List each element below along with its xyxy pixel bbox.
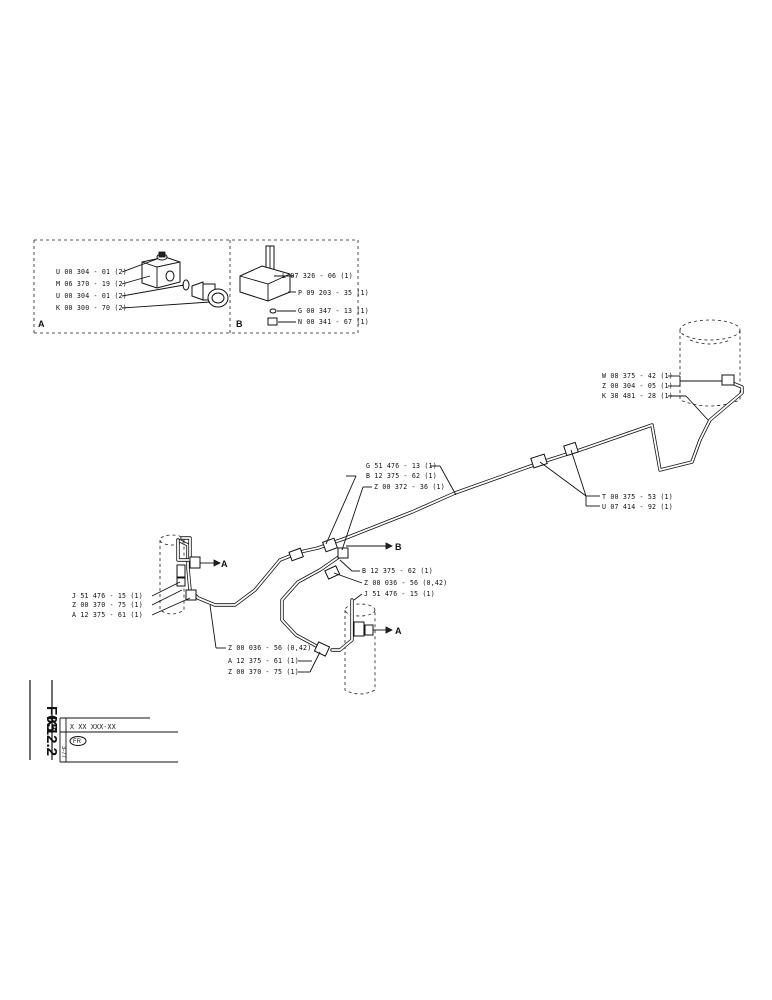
callout-pipe-b1: B 12 375 - 62 (1) bbox=[366, 472, 437, 480]
b-arrow-key: B bbox=[395, 542, 402, 552]
callout-leaders bbox=[151, 375, 722, 673]
detail-a-label-1: U 00 304 - 01 (2) bbox=[56, 268, 127, 276]
title-code-1: F05 bbox=[43, 706, 60, 732]
left-arrow-key: A bbox=[221, 559, 228, 569]
title-small-code: 3-77 bbox=[60, 746, 66, 759]
callout-mid-b2: B 12 375 - 62 (1) bbox=[362, 567, 433, 575]
callout-union-u: U 07 414 - 92 (1) bbox=[602, 503, 673, 511]
right-arrow-head bbox=[385, 626, 393, 634]
left-arrow-head bbox=[213, 559, 221, 567]
callout-pipe-z1: Z 00 372 - 36 (1) bbox=[374, 483, 445, 491]
callout-left-z: Z 00 370 - 75 (1) bbox=[72, 601, 143, 609]
title-lang: FR bbox=[73, 739, 82, 745]
right-cylinder bbox=[330, 598, 376, 695]
callout-pipe-g: G 51 476 - 13 (1) bbox=[366, 462, 437, 470]
detail-frame bbox=[33, 239, 359, 334]
detail-b-label-2: P 09 203 - 35 (1) bbox=[298, 289, 369, 297]
title-part-number: X XX XXX-XX bbox=[70, 723, 116, 731]
detail-a-leaders bbox=[121, 258, 211, 309]
callout-bot-z2: Z 00 370 - 75 (1) bbox=[228, 668, 299, 676]
right-arrow-key: A bbox=[395, 626, 402, 636]
detail-a-key: A bbox=[38, 319, 45, 329]
detail-b-label-3: G 00 347 - 13 (1) bbox=[298, 307, 369, 315]
callout-tank-1: W 08 375 - 42 (1) bbox=[602, 372, 673, 380]
callout-left-j: J 51 476 - 15 (1) bbox=[72, 592, 143, 600]
callout-left-a: A 12 375 - 61 (1) bbox=[72, 611, 143, 619]
callout-mid-j2: J 51 476 - 15 (1) bbox=[364, 590, 435, 598]
detail-b-drawing bbox=[239, 245, 291, 326]
detail-b-leaders bbox=[274, 275, 296, 323]
b-arrow-head bbox=[385, 542, 393, 550]
callout-union-t: T 00 375 - 53 (1) bbox=[602, 493, 673, 501]
detail-a-drawing bbox=[141, 251, 229, 308]
detail-b-label-1: L 07 326 - 06 (1) bbox=[282, 272, 353, 280]
callout-bot-z: Z 00 036 - 56 (0,42) bbox=[228, 644, 311, 652]
detail-b-key: B bbox=[236, 319, 243, 329]
left-cylinder bbox=[159, 534, 201, 615]
detail-a-label-3: U 00 304 - 01 (2) bbox=[56, 292, 127, 300]
callout-tank-3: K 38 481 - 28 (1) bbox=[602, 392, 673, 400]
detail-a-label-2: M 06 370 - 19 (2) bbox=[56, 280, 127, 288]
detail-b-label-4: N 00 341 - 67 (1) bbox=[298, 318, 369, 326]
title-block bbox=[29, 680, 178, 763]
callout-bot-a: A 12 375 - 61 (1) bbox=[228, 657, 299, 665]
detail-a-label-4: K 00 300 - 70 (2) bbox=[56, 304, 127, 312]
main-pipe bbox=[176, 374, 744, 657]
title-code-2: K12.2 bbox=[43, 716, 60, 756]
callout-tank-2: Z 00 304 - 05 (1) bbox=[602, 382, 673, 390]
callout-mid-z2: Z 00 036 - 56 (0,42) bbox=[364, 579, 447, 587]
tank bbox=[679, 319, 741, 407]
